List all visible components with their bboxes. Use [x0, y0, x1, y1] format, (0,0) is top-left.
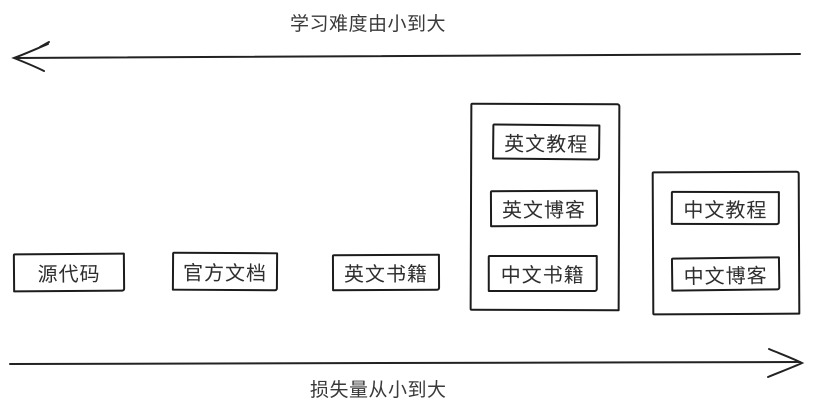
box-english-tutorials: 英文教程 — [492, 123, 601, 161]
box-english-books: 英文书籍 — [331, 253, 441, 292]
top-axis-label: 学习难度由小到大 — [290, 14, 447, 35]
box-official-docs: 官方文档 — [171, 251, 279, 292]
right-arrow — [9, 348, 805, 378]
bottom-axis-label: 损失量从小到大 — [310, 380, 447, 401]
group-chinese: 中文教程 中文博客 — [651, 170, 801, 316]
left-arrow — [11, 41, 801, 72]
group-english-chinese-mixed: 英文教程 英文博客 中文书籍 — [469, 102, 621, 312]
box-chinese-books: 中文书籍 — [487, 254, 598, 293]
box-english-blogs: 英文博客 — [489, 189, 599, 228]
box-chinese-tutorials: 中文教程 — [670, 190, 780, 226]
box-source-code: 源代码 — [12, 252, 126, 293]
box-chinese-blogs: 中文博客 — [670, 256, 781, 292]
